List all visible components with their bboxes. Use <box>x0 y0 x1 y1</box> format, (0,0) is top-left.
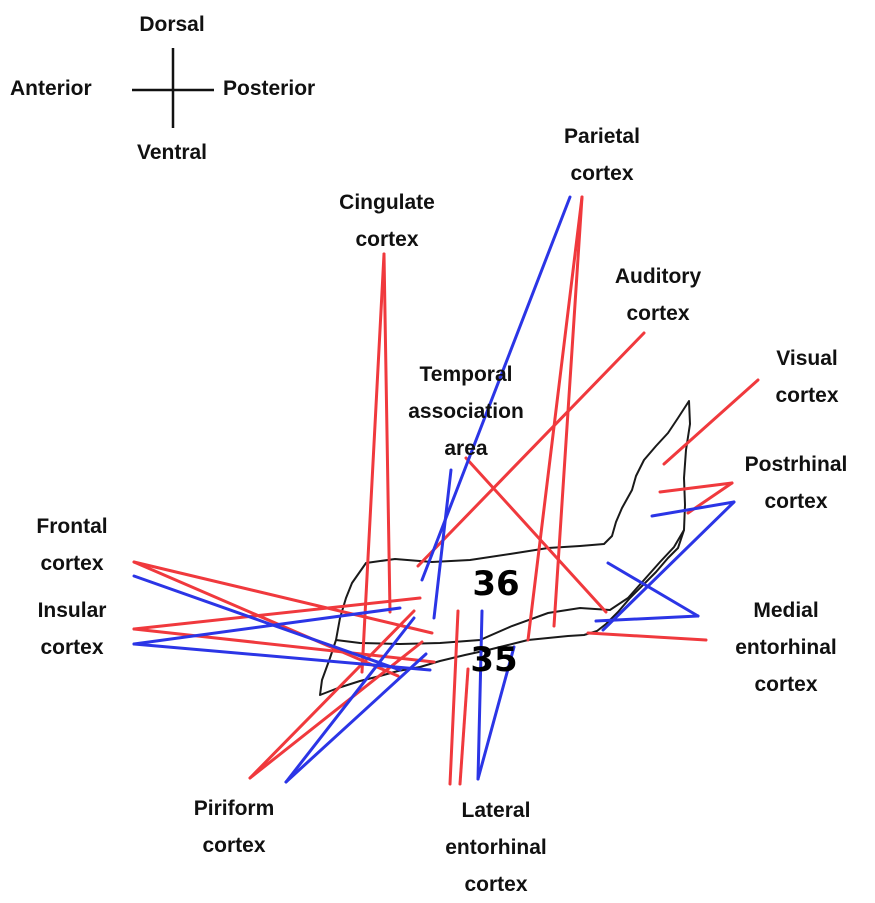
label-posterior: Posterior <box>223 70 315 107</box>
label-ventral: Ventral <box>137 134 207 171</box>
red-projection-line-14 <box>588 633 706 640</box>
area-36-label: 36 <box>472 564 519 604</box>
red-projection-line-2 <box>384 254 390 612</box>
orientation-cross <box>132 48 214 128</box>
red-projection-line-11 <box>134 562 398 676</box>
red-projection-line-17 <box>450 611 458 784</box>
area-35-label: 35 <box>470 640 517 680</box>
label-dorsal: Dorsal <box>139 6 204 43</box>
label-anterior: Anterior <box>10 70 92 107</box>
red-projection-line-3 <box>528 197 582 640</box>
red-projection-line-15 <box>250 611 414 778</box>
blue-projection-line-12 <box>478 611 482 779</box>
red-projection-line-18 <box>460 669 468 784</box>
blue-projection-line-4 <box>603 502 734 630</box>
